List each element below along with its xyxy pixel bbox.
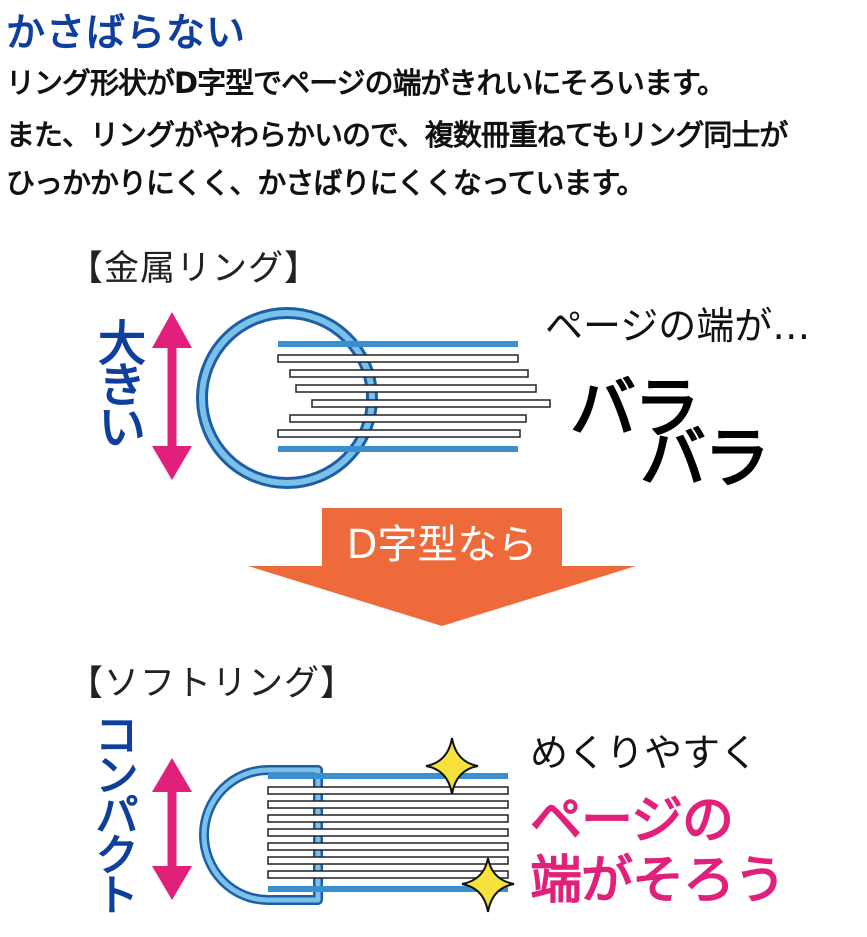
metal-size-label: 大きい [89, 318, 145, 444]
soft-effect-line-1: ページの [530, 791, 734, 851]
d-ring-icon [199, 765, 323, 905]
description-line-1: リング形状がD字型でページの端がきれいにそろいます。 [6, 66, 726, 100]
soft-caption: めくりやすく [530, 731, 759, 775]
arrow-label: D字型なら [346, 522, 538, 568]
metal-effect-line-1: バラ [570, 370, 700, 447]
metal-size-arrow [152, 312, 192, 480]
sparkle-icon-bottom [461, 857, 515, 913]
metal-ring-label: 【金属リング】 [68, 249, 321, 289]
soft-ring-label: 【ソフトリング】 [68, 664, 357, 704]
description-line-3: ひっかかりにくく、かさばりにくくなっています。 [6, 166, 645, 200]
metal-effect-line-2: バラ [640, 420, 770, 497]
soft-size-arrow [152, 758, 192, 900]
metal-caption: ページの端が… [545, 304, 811, 348]
soft-pages [267, 773, 509, 892]
metal-ring-icon [196, 307, 378, 489]
description-line-2: また、リングがやわらかいので、複数冊重ねてもリング同士が [6, 118, 788, 152]
page-title: かさばらない [6, 11, 247, 56]
orange-arrow [248, 508, 636, 626]
sparkle-icon-top [425, 737, 479, 795]
metal-pages [277, 341, 551, 452]
soft-size-label: コンパクト [87, 712, 138, 912]
soft-effect-line-2: 端がそろう [530, 851, 786, 911]
